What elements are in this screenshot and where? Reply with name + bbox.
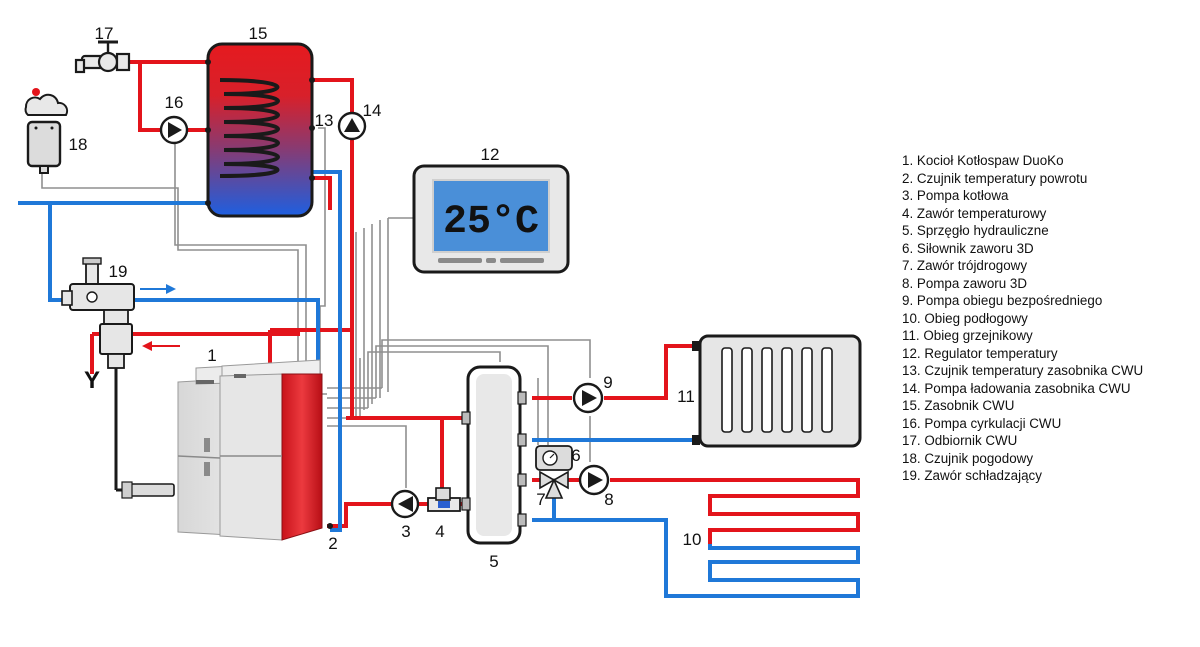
legend-item: 4. Zawór temperaturowy (902, 205, 1047, 221)
legend-item: 8. Pompa zaworu 3D (902, 275, 1028, 291)
legend-item: 12. Regulator temperatury (902, 345, 1058, 361)
radiator (692, 334, 862, 448)
signal-wires (41, 127, 591, 488)
pump-8-icon (578, 464, 610, 496)
legend-item: 16. Pompa cyrkulacji CWU (902, 415, 1062, 431)
label-6: 6 (571, 446, 580, 465)
weather-sensor-icon (24, 88, 69, 174)
dhw-tank (205, 42, 315, 218)
flow-arrow-return (142, 341, 180, 351)
legend-item: 14. Pompa ładowania zasobnika CWU (902, 380, 1131, 396)
label-17: 17 (95, 24, 114, 43)
legend-item: 7. Zawór trójdrogowy (902, 258, 1028, 273)
controller-display: 25°C (443, 200, 539, 245)
label-9: 9 (603, 373, 612, 392)
legend-item: 19. Zawór schładzający (902, 468, 1042, 483)
label-12: 12 (481, 145, 500, 164)
label-14: 14 (363, 101, 382, 120)
legend-item: 17. Odbiornik CWU (902, 433, 1018, 448)
label-11: 11 (677, 387, 695, 406)
legend-item: 15. Zasobnik CWU (902, 398, 1015, 413)
label-13: 13 (315, 111, 334, 130)
hydraulic-separator (461, 365, 527, 545)
return-sensor-dot (327, 523, 333, 529)
label-16: 16 (165, 93, 184, 112)
pump-9-icon (572, 382, 604, 414)
pump-3-icon (390, 489, 420, 519)
label-8: 8 (604, 490, 613, 509)
valve-actuator-icon (535, 445, 573, 471)
label-7: 7 (536, 490, 545, 509)
legend-item: 3. Pompa kotłowa (902, 188, 1009, 203)
label-2: 2 (328, 534, 337, 553)
legend-item: 10. Obieg podłogowy (902, 310, 1028, 326)
cold-pipes (18, 170, 860, 598)
legend-item: 13. Czujnik temperatury zasobnika CWU (902, 363, 1144, 378)
label-19: 19 (109, 262, 128, 281)
component-legend: 1. Kocioł Kotłospaw DuoKo 2. Czujnik tem… (902, 152, 1143, 485)
dhw-tap-icon (74, 40, 131, 74)
legend-item: 2. Czujnik temperatury powrotu (902, 170, 1088, 186)
label-15: 15 (249, 24, 268, 43)
legend-item: 11. Obieg grzejnikowy (902, 328, 1033, 343)
label-18: 18 (69, 135, 88, 154)
boiler (121, 359, 323, 541)
label-y: Y (84, 367, 100, 394)
label-3: 3 (401, 522, 410, 541)
flow-arrow-supply (140, 284, 176, 294)
thermostatic-valve-icon (427, 487, 461, 512)
pump-14-icon (337, 111, 367, 141)
legend-item: 6. Siłownik zaworu 3D (902, 240, 1034, 256)
legend-item: 9. Pompa obiegu bezpośredniego (902, 293, 1103, 308)
label-5: 5 (489, 552, 498, 571)
legend-item: 18. Czujnik pogodowy (902, 450, 1034, 466)
cooling-valve-icon (61, 257, 135, 492)
legend-item: 1. Kocioł Kotłospaw DuoKo (902, 153, 1064, 168)
label-4: 4 (435, 522, 444, 541)
label-10: 10 (683, 530, 702, 549)
temperature-controller: 25°C (412, 164, 570, 274)
legend-item: 5. Sprzęgło hydrauliczne (902, 223, 1049, 238)
three-way-valve-icon (539, 470, 569, 499)
pump-16-icon (159, 115, 189, 145)
label-1: 1 (207, 346, 216, 365)
